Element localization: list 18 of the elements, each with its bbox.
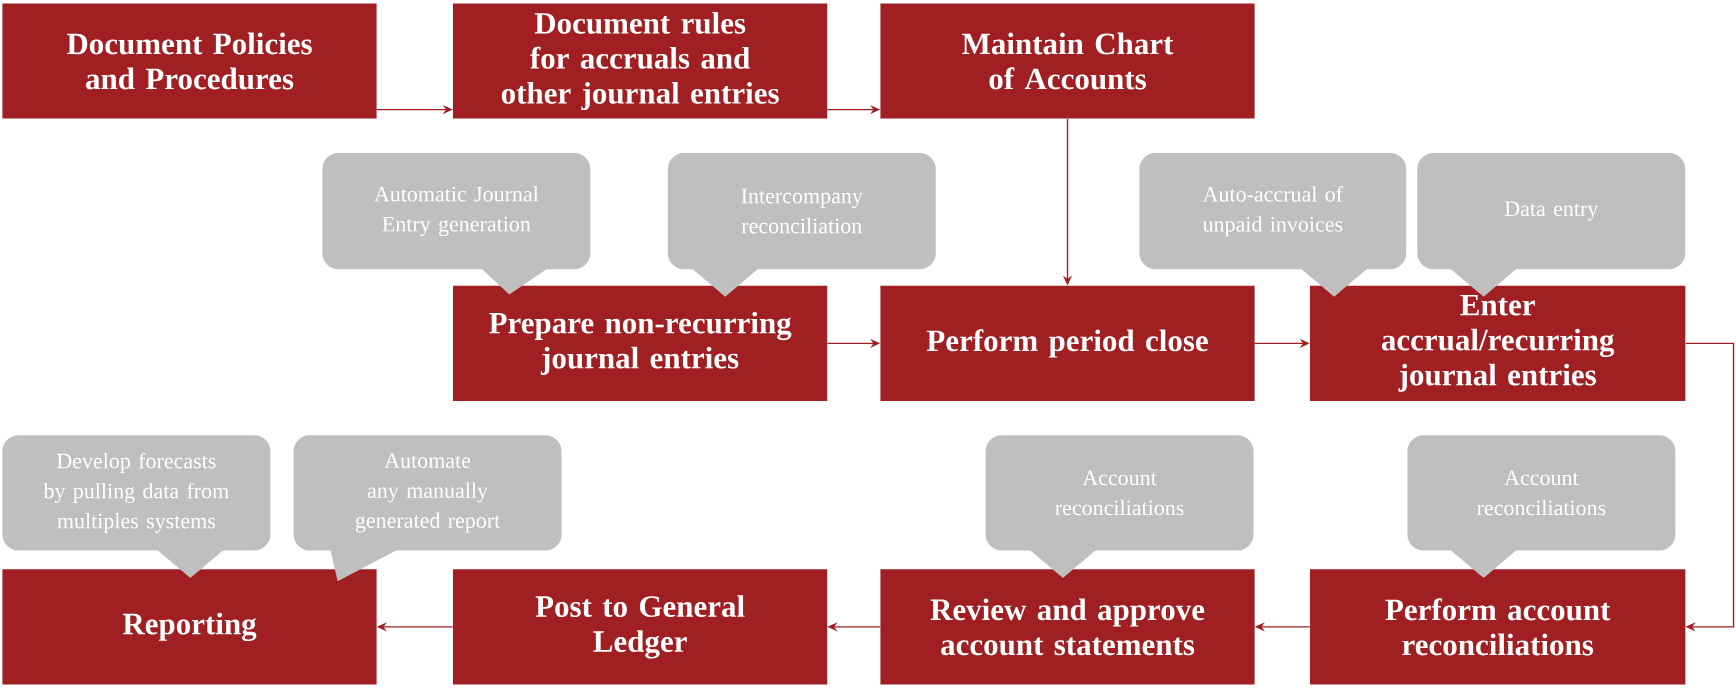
speech-bubble: Account reconciliations (1407, 435, 1676, 578)
process-box: Document rules for accruals and other journal entries (453, 3, 828, 119)
process-box: Reporting (2, 569, 377, 685)
speech-bubble: Automate any manually generated report (293, 435, 562, 582)
speech-bubble: Account reconciliations (985, 435, 1254, 578)
process-box: Prepare non-recurring journal entries (453, 285, 828, 401)
speech-bubble: Auto-accrual of unpaid invoices (1139, 153, 1407, 297)
speech-bubble: Automatic Journal Entry generation (322, 153, 591, 295)
speech-bubble: Intercompany reconciliation (667, 153, 936, 297)
arrow (1684, 342, 1735, 632)
process-box: Perform account reconciliations (1310, 569, 1686, 685)
process-box: Document Policies and Procedures (2, 3, 377, 119)
process-box: Review and approve account statements (880, 569, 1255, 685)
speech-bubble: Develop forecasts by pulling data from multiples systems (2, 435, 271, 578)
process-box: Maintain Chart of Accounts (880, 3, 1255, 119)
process-box: Post to General Ledger (453, 569, 828, 685)
process-box: Enter accrual/recurring journal entries (1310, 285, 1686, 401)
process-box: Perform period close (880, 285, 1255, 401)
